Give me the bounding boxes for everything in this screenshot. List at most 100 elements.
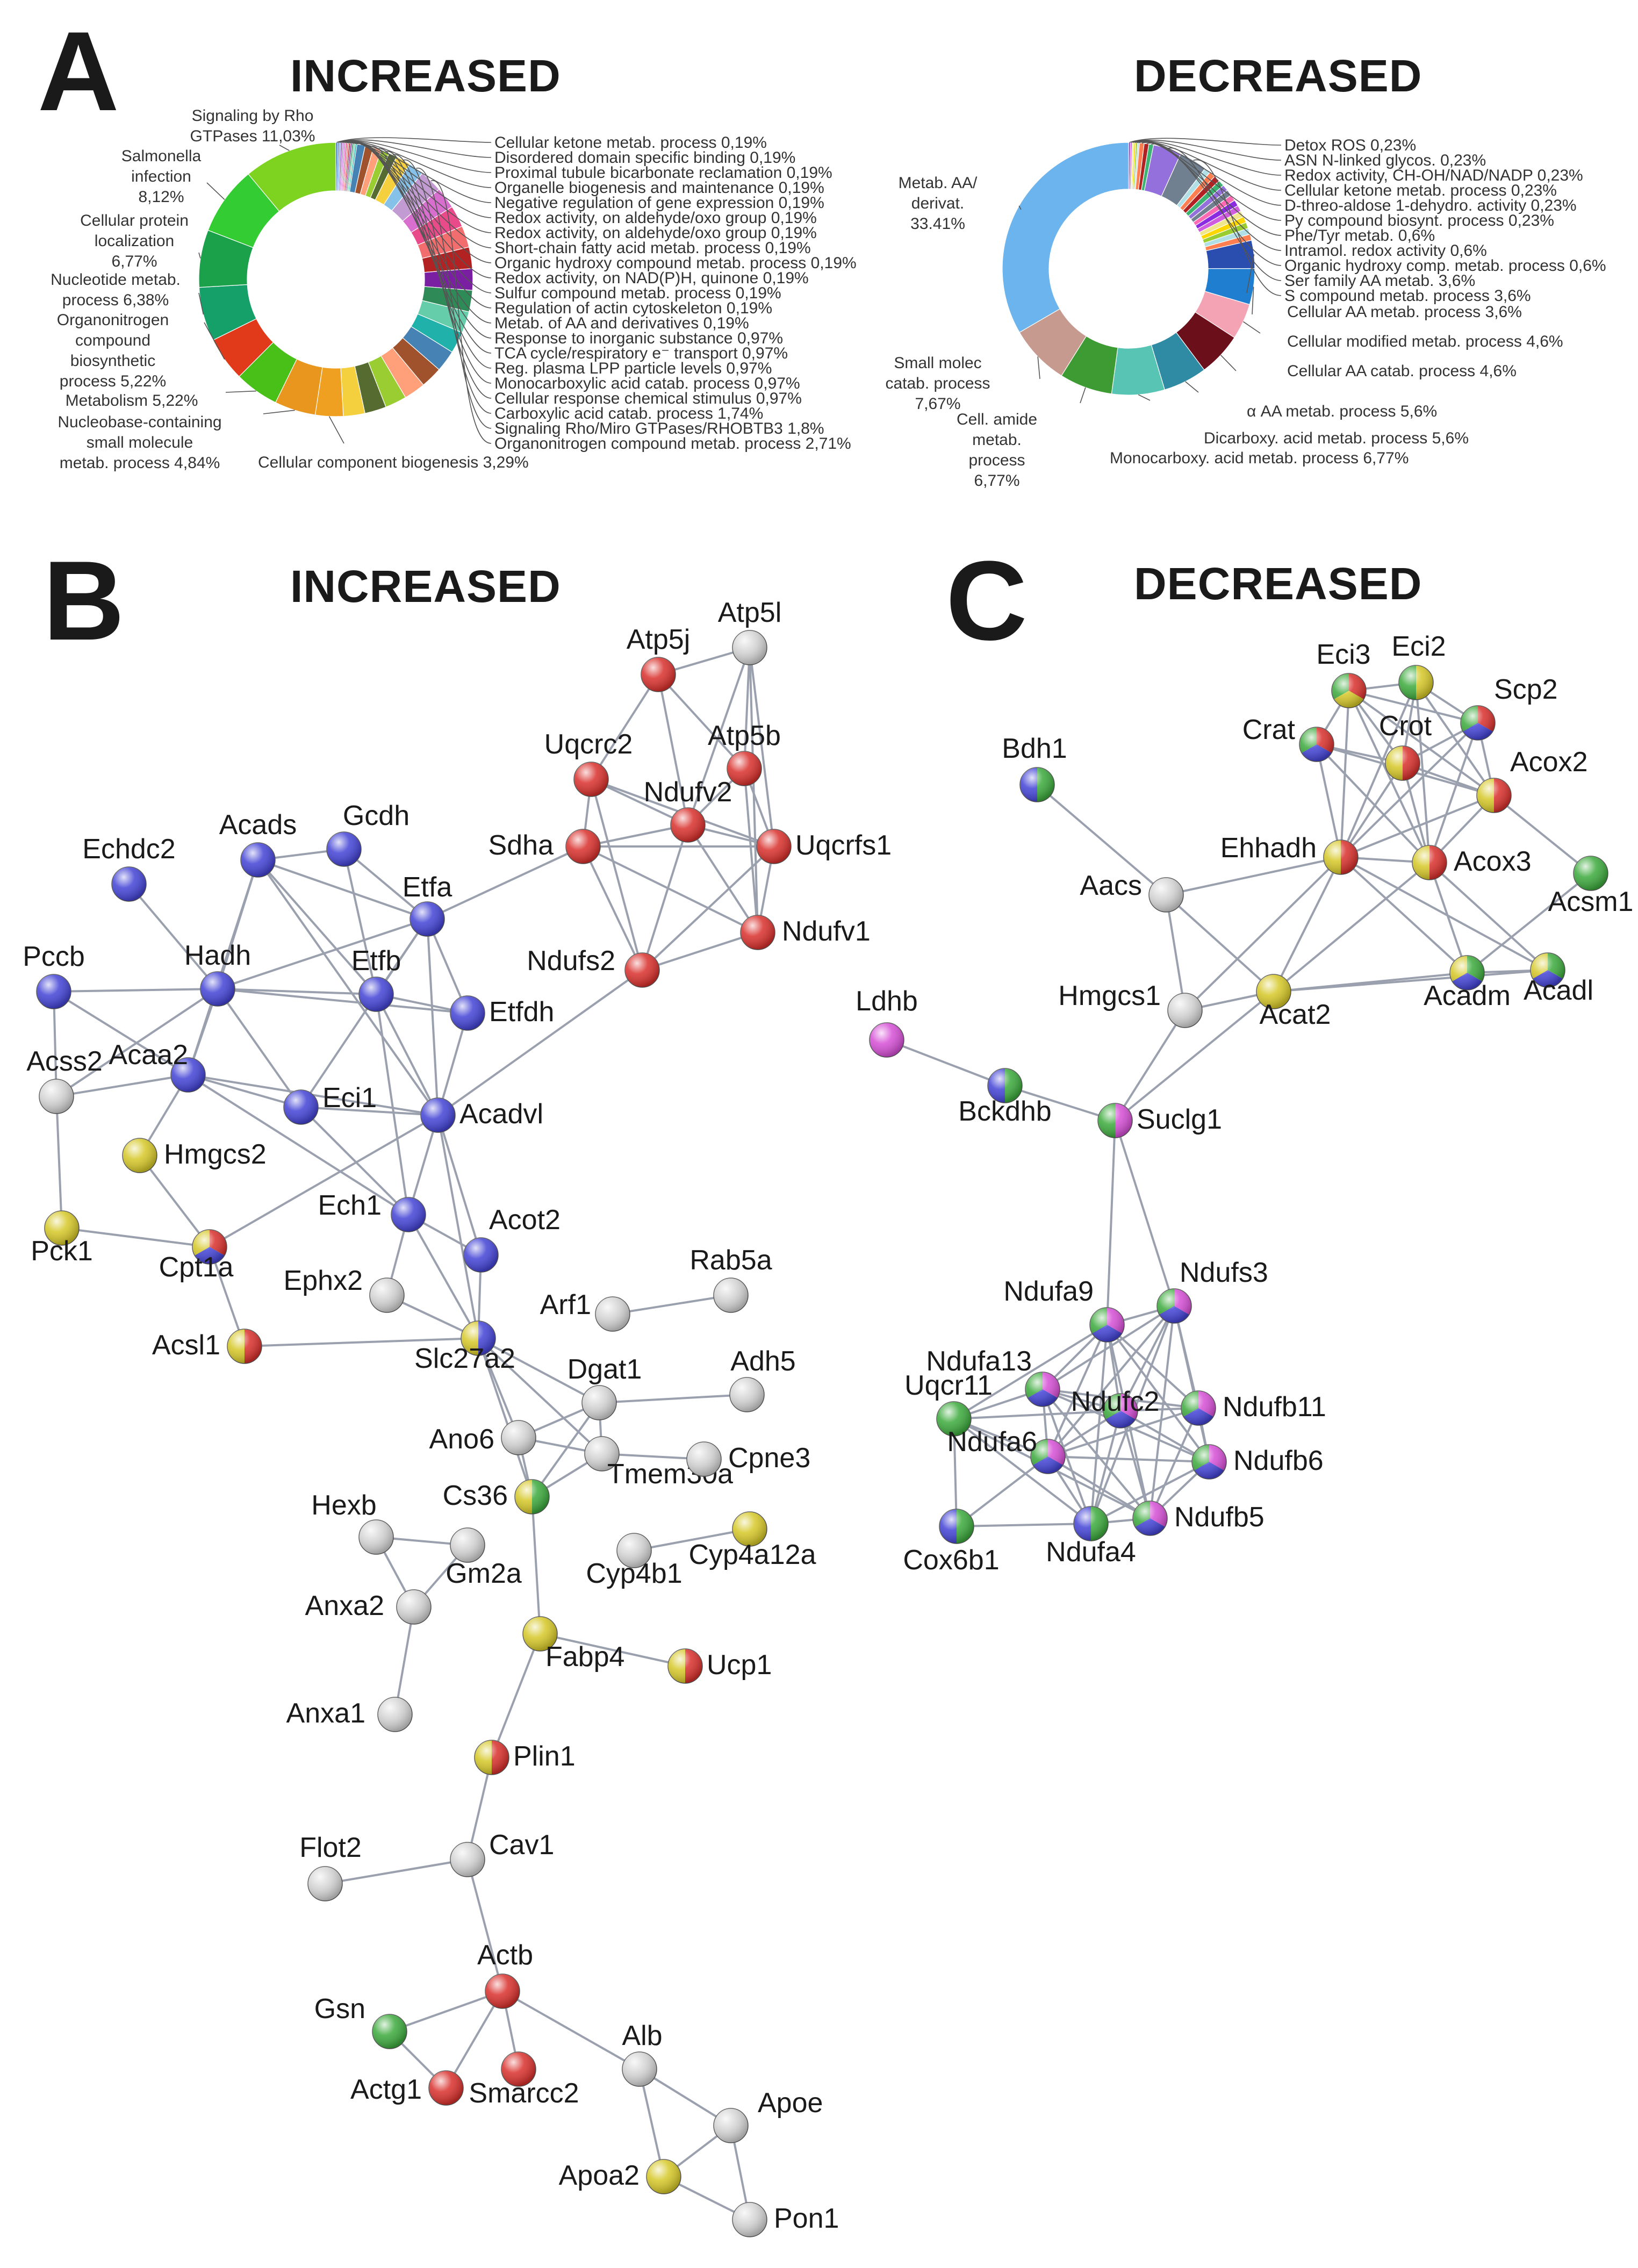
net-b-node-arf1 (595, 1296, 630, 1332)
net-b-label-etfdh: Etfdh (489, 996, 554, 1028)
net-b-node-rab5a (713, 1277, 749, 1313)
net-b-label-hadh: Hadh (184, 940, 251, 971)
donut0-label-right-15: Reg. plasma LPP particle levels 0,97% (494, 360, 772, 377)
donut0-label-right-14: TCA cycle/respiratory e⁻ transport 0,97% (494, 344, 788, 362)
net-b-node-pccb (36, 974, 71, 1009)
net-b-label-acadvl: Acadvl (459, 1099, 543, 1130)
net-c-edge-ehhadh-aacs (1166, 856, 1341, 896)
net-c-node-acsm1 (1573, 856, 1608, 891)
net-b-edge-echdc2-hadh (128, 883, 219, 990)
net-c-node-eci3 (1331, 673, 1367, 708)
net-c-node-crat (1299, 727, 1334, 762)
donut0-label-right-13: Response to inorganic substance 0,97% (494, 329, 783, 347)
donut1-leader-bottom-0 (1138, 394, 1151, 401)
net-b-node-cyp4b1 (616, 1533, 652, 1568)
net-c-edge-ldhb-bckdhb (886, 1039, 1005, 1087)
donut0-leader-right-18 (403, 160, 492, 414)
net-b-node-dgat1 (581, 1385, 617, 1420)
net-b-edge-cyp4b1-cyp4a12a (634, 1528, 750, 1552)
net-b-label-cyp4b1: Cyp4b1 (586, 1558, 682, 1589)
net-b-node-flot2 (307, 1866, 343, 1901)
net-b-label-plin1: Plin1 (513, 1741, 576, 1772)
net-b-node-ndufs2 (624, 952, 660, 988)
net-b-node-etfb (358, 977, 394, 1012)
net-b-label-adh5: Adh5 (730, 1346, 795, 1377)
net-b-node-etfa (410, 901, 445, 937)
net-c-node-bckdhb (987, 1068, 1023, 1103)
net-b-edge-ndufv2-sdha (583, 824, 688, 848)
net-b-edge-eci1-acadvl (300, 1106, 439, 1116)
net-b-label-alb: Alb (622, 2020, 662, 2051)
net-c-edge-uqcr11-ndufa4 (953, 1418, 1092, 1525)
donut0-label-right-17: Cellular response chemical stimulus 0,97… (494, 390, 802, 407)
net-c-edge-acat2-acadl (1273, 969, 1548, 993)
net-b-edge-acadvl-acot2 (437, 1115, 482, 1255)
net-b-edge-gcdh-etfa (343, 848, 428, 920)
net-b-node-ucp1 (667, 1648, 703, 1684)
net-b-node-ndufv2 (670, 807, 706, 843)
net-c-edge-hmgcs1-suclg1 (1114, 1009, 1186, 1122)
donut1-label-bottom-0: Monocarboxy. acid metab. process 6,77% (1110, 449, 1409, 467)
net-c-edge-ndufs3-ndufb5 (1149, 1305, 1175, 1519)
net-c-edge-ndufa6-ndufb5 (1047, 1455, 1151, 1519)
donut1-label-right-0: Detox ROS 0,23% (1284, 137, 1416, 154)
net-b-edge-acaa2-acss2 (56, 1074, 189, 1097)
net-c-edge-acox3-acat2 (1273, 862, 1431, 993)
net-c-edge-ehhadh-hmgcs1 (1184, 856, 1342, 1011)
net-b-node-atp5j (641, 657, 676, 692)
net-b-edge-atp5j-atp5b (657, 673, 745, 770)
net-b-edge-hadh-eci1 (217, 988, 302, 1108)
net-c-node-crot (1385, 745, 1420, 781)
net-c-node-ndufs3 (1156, 1288, 1192, 1324)
net-b-label-echdc2: Echdc2 (82, 834, 175, 865)
net-c-edge-cox6b1-ndufa4 (956, 1523, 1091, 1527)
donut1-leader-left-1 (1037, 356, 1040, 379)
net-c-label-ndufa9: Ndufa9 (1003, 1276, 1094, 1307)
donut0-leader-left-5 (225, 390, 256, 393)
net-b-node-apoe (713, 2108, 749, 2143)
net-b-edge-atp5l-ndufv2 (687, 647, 751, 826)
net-c-edge-acox3-acadm (1428, 862, 1468, 973)
net-b-edge-etfa-eci1 (300, 918, 428, 1108)
donut0-leader-right-14 (369, 146, 492, 354)
net-b-node-acadvl (420, 1097, 456, 1133)
net-c-edge-ndufb11-ndufb5 (1149, 1408, 1199, 1519)
net-b-node-hadh (200, 971, 235, 1007)
net-b-edge-acaa2-eci1 (188, 1074, 301, 1108)
net-c-label-acadl: Acadl (1524, 975, 1593, 1006)
net-b-node-acsl1 (227, 1329, 262, 1364)
donut0-label-left-5: Metabolism 5,22% (66, 392, 198, 410)
net-b-edge-acadvl-cpt1a (209, 1114, 439, 1248)
donut1-label-right-1: ASN N-linked glycos. 0,23% (1284, 152, 1486, 169)
net-b-edge-pck1-cpt1a (61, 1227, 210, 1248)
net-c-edge-ndufb11-ndufa6 (1047, 1407, 1199, 1458)
donut1-leader-bottom-1 (1185, 381, 1199, 393)
net-b-node-acot2 (463, 1237, 499, 1273)
donut-decreased: Detox ROS 0,23%ASN N-linked glycos. 0,23… (885, 137, 1606, 490)
donut0-label-right-11: Regulation of actin cytoskeleton 0,19% (494, 299, 772, 317)
net-b-edge-atp5l-atp5b (743, 647, 751, 769)
net-c-node-ndufa6 (1030, 1439, 1066, 1474)
net-b-node-atp5l (732, 630, 767, 665)
donut1-label-right-2: Redox activity, CH-OH/NAD/NADP 0,23% (1284, 167, 1583, 184)
net-b-node-actg1 (428, 2070, 464, 2106)
net-b-edge-sdha-ndufv1 (583, 845, 758, 934)
net-b-edge-sdha-ndufs2 (582, 846, 643, 971)
net-b-edge-etfa-hadh (217, 918, 428, 990)
net-c-node-aacs (1148, 877, 1184, 913)
donut0-label-right-2: Proximal tubule bicarbonate reclamation … (494, 164, 832, 182)
donut0-leader-right-3 (341, 141, 492, 188)
net-b-node-sdha (565, 829, 601, 864)
net-b-node-ndufv1 (740, 915, 775, 950)
net-b-edge-atp5j-ndufv2 (657, 674, 689, 826)
donut0-leader-left-4 (204, 322, 225, 360)
net-c-label-ndufa4: Ndufa4 (1046, 1537, 1136, 1568)
net-c-edge-aacs-acat2 (1165, 894, 1275, 993)
net-b-edge-etfb-ech1 (375, 994, 410, 1215)
net-c-edge-ndufa6-ndufb6 (1047, 1455, 1210, 1463)
donut1-label-bottom-3: Cellular AA catab. process 4,6% (1287, 362, 1517, 380)
net-b-label-atp5j: Atp5j (627, 624, 691, 655)
donut0-leader-right-13 (361, 144, 492, 339)
